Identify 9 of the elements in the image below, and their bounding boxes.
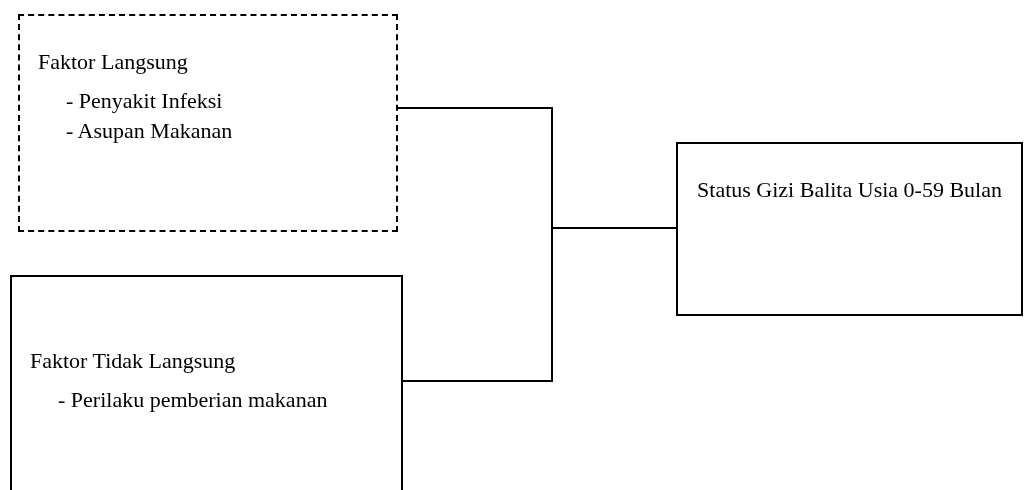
list-item: - Perilaku pemberian makanan [57, 385, 329, 414]
text-box [10, 275, 403, 490]
box-heading: Faktor Tidak Langsung [30, 347, 237, 375]
text-box [676, 142, 1023, 316]
list-item: - Asupan Makanan [65, 117, 234, 146]
list-item: - Penyakit Infeksi [65, 86, 224, 115]
text-box [18, 14, 398, 232]
box-heading: Status Gizi Balita Usia 0-59 Bulan [696, 176, 1003, 204]
box-heading: Faktor Langsung [38, 48, 189, 76]
